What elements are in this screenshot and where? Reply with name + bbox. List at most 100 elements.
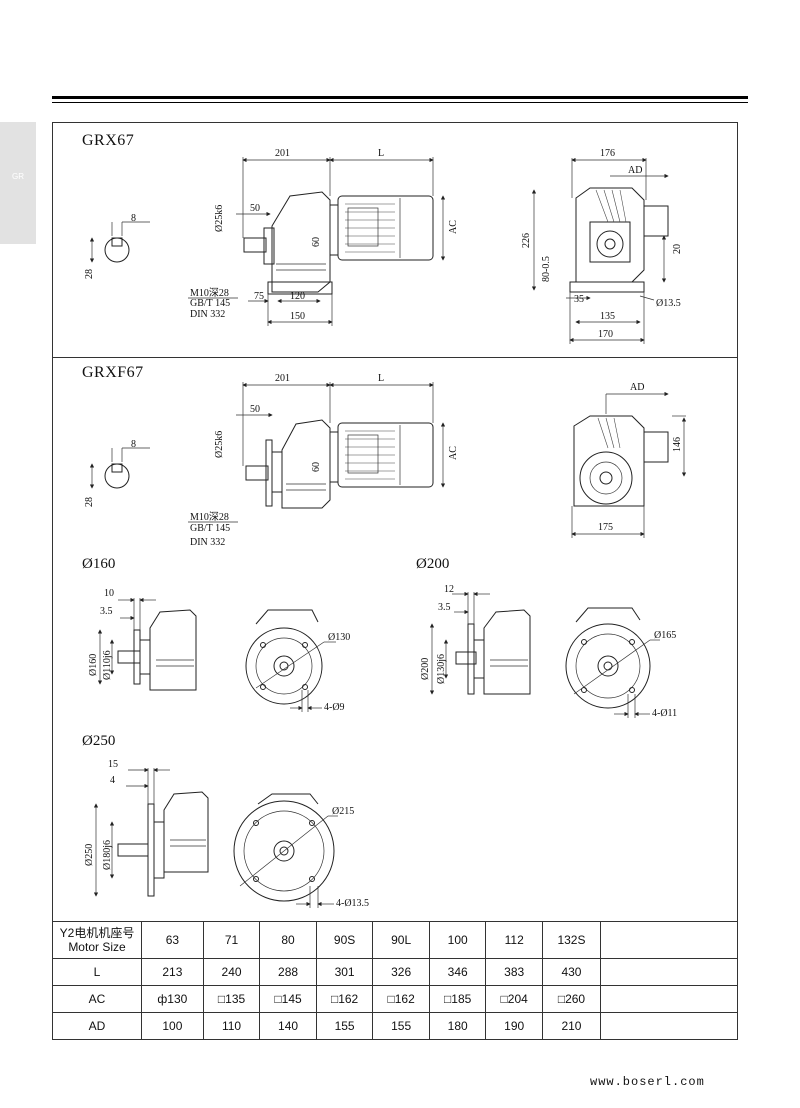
row-label: L: [52, 958, 142, 986]
flange160-side-view: 10 3.5 Ø160 Ø110j6: [88, 588, 197, 691]
value-cell: 100: [141, 1012, 204, 1040]
grxf67-standard-din: DIN 332: [190, 537, 225, 548]
grx67-dim-60: 60: [311, 237, 322, 247]
grx67-standard-gb: GB/T 145: [190, 298, 230, 309]
value-cell: 140: [259, 1012, 317, 1040]
header-chinese: Y2电机机座号: [59, 926, 135, 940]
empty-cell: [600, 1012, 738, 1040]
grxf67-key-width: 8: [131, 439, 136, 450]
flange250-dim-4: 4: [110, 775, 115, 786]
header-english: Motor Size: [68, 940, 126, 954]
flange250-title: Ø250: [82, 733, 116, 749]
flange250-dim-spigot: Ø180j6: [102, 840, 113, 870]
grxf67-key-height: 28: [84, 497, 95, 507]
flange200-side-view: 12 3.5 Ø200 Ø130j6: [420, 584, 531, 695]
flange200-end-view: Ø165 4-Ø11: [565, 607, 677, 719]
value-cell: 288: [259, 958, 317, 986]
grxf67-side-view: 201 L 50 Ø25k6 60 AC M10深28 GB/T 145 DIN…: [188, 373, 459, 548]
value-cell: 210: [541, 1012, 602, 1040]
grx67-dim-L: L: [378, 148, 384, 159]
grx67-key-height: 28: [84, 269, 95, 279]
flange200-dim-outer: Ø200: [420, 658, 431, 680]
flange160-title: Ø160: [82, 556, 116, 572]
flange200-dim-pcd: Ø165: [654, 630, 676, 641]
size-cell: 63: [141, 921, 204, 959]
value-cell: 326: [372, 958, 430, 986]
grx67-title: GRX67: [82, 132, 135, 149]
flange250-dim-holes: 4-Ø13.5: [336, 898, 369, 909]
section-divider: [52, 357, 738, 358]
value-cell: 155: [315, 1012, 374, 1040]
grxf67-dim-shaft: Ø25k6: [214, 431, 225, 458]
size-cell: 132S: [541, 921, 602, 959]
grx67-dim-shaft: Ø25k6: [214, 205, 225, 232]
grxf67-dim-60: 60: [311, 462, 322, 472]
table-row: L 213 240 288 301 326 346 383 430: [52, 958, 738, 986]
grxf67-dim-175: 175: [598, 522, 613, 533]
flange200-title: Ø200: [416, 556, 450, 572]
empty-cell: [600, 921, 738, 959]
grx67-dim-135: 135: [600, 311, 615, 322]
value-cell: 180: [428, 1012, 487, 1040]
flange160-dim-spigot: Ø110j6: [102, 650, 113, 680]
value-cell: 430: [541, 958, 602, 986]
flange200-dim-holes: 4-Ø11: [652, 708, 677, 719]
flange250-dim-pcd: Ø215: [332, 806, 354, 817]
table-row: Y2电机机座号 Motor Size 63 71 80 90S 90L 100 …: [52, 921, 738, 959]
value-cell: 346: [428, 958, 487, 986]
table-row: AC ф130 □135 □145 □162 □162 □185 □204 □2…: [52, 985, 738, 1013]
grx67-standard-din: DIN 332: [190, 309, 225, 320]
grx67-dim-170: 170: [598, 329, 613, 340]
flange250-dim-15: 15: [108, 759, 118, 770]
flange160-dim-10: 10: [104, 588, 114, 599]
grxf67-dim-146: 146: [672, 437, 683, 452]
flange160-end-view: Ø130 4-Ø9: [245, 609, 350, 713]
empty-cell: [600, 958, 738, 986]
value-cell: 110: [202, 1012, 261, 1040]
value-cell: 383: [485, 958, 543, 986]
grx67-dim-50: 50: [250, 203, 260, 214]
value-cell: 301: [315, 958, 374, 986]
flange160-dim-outer: Ø160: [88, 654, 99, 676]
empty-cell: [600, 985, 738, 1013]
grx67-key-width: 8: [131, 213, 136, 224]
flange160-dim-holes: 4-Ø9: [324, 702, 345, 713]
value-cell: □162: [315, 985, 374, 1013]
section-tab: [0, 122, 36, 244]
header-rule-thin: [52, 102, 748, 103]
value-cell: □145: [259, 985, 317, 1013]
value-cell: 213: [141, 958, 204, 986]
grxf67-dim-AC: AC: [448, 446, 459, 460]
flange200-dim-3p5: 3.5: [438, 602, 451, 613]
value-cell: ф130: [141, 985, 204, 1013]
grx67-end-view: 176 AD 226 80-0.5 20 35 Ø13.5 135 170: [521, 148, 683, 344]
size-cell: 112: [485, 921, 543, 959]
value-cell: 190: [485, 1012, 543, 1040]
grx67-dim-tol: 80-0.5: [541, 256, 552, 282]
grxf67-end-view: AD 146 175: [571, 382, 687, 538]
grxf67-dim-AD: AD: [630, 382, 644, 393]
flange160-dim-3p5: 3.5: [100, 606, 113, 617]
grxf67-key-section: 8 28: [84, 439, 150, 507]
grx67-dim-20: 20: [672, 244, 683, 254]
table-header-cell: Y2电机机座号 Motor Size: [52, 921, 142, 959]
grx67-dim-176: 176: [600, 148, 615, 159]
flange250-dim-outer: Ø250: [84, 844, 95, 866]
motor-size-table: Y2电机机座号 Motor Size 63 71 80 90S 90L 100 …: [52, 921, 738, 1040]
flange200-dim-12: 12: [444, 584, 454, 595]
size-cell: 90S: [315, 921, 374, 959]
row-label: AD: [52, 1012, 142, 1040]
grx67-key-section: 8 28: [84, 213, 150, 279]
grx67-dim-35: 35: [574, 294, 584, 305]
value-cell: □204: [485, 985, 543, 1013]
size-cell: 80: [259, 921, 317, 959]
grxf67-thread: M10深28: [190, 511, 229, 523]
row-label: AC: [52, 985, 142, 1013]
size-cell: 100: [428, 921, 487, 959]
grxf67-title: GRXF67: [82, 364, 144, 381]
grx67-dim-75: 75: [254, 291, 264, 302]
table-row: AD 100 110 140 155 155 180 190 210: [52, 1012, 738, 1040]
flange200-dim-spigot: Ø130j6: [436, 654, 447, 684]
flange250-side-view: 15 4 Ø250 Ø180j6: [84, 759, 209, 897]
